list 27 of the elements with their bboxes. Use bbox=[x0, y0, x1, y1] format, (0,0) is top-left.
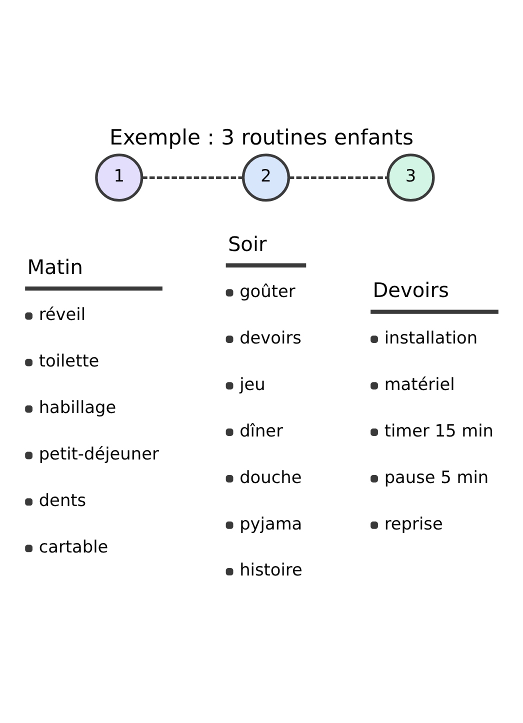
node-circle: 1 bbox=[95, 153, 144, 202]
connector bbox=[142, 176, 244, 178]
label: réveil bbox=[38, 304, 86, 324]
label: installation bbox=[384, 326, 478, 347]
label: jeu bbox=[240, 373, 266, 394]
label: goûter bbox=[240, 280, 296, 300]
label: devoirs bbox=[240, 326, 302, 347]
label: douche bbox=[240, 466, 302, 486]
connector bbox=[288, 176, 388, 178]
node-circle: 3 bbox=[386, 153, 435, 202]
label: dents bbox=[38, 490, 86, 510]
label: histoire bbox=[240, 559, 302, 580]
label: dîner bbox=[240, 420, 284, 440]
label: pause 5 min bbox=[384, 466, 489, 486]
label: Soir bbox=[228, 231, 267, 256]
label: timer 15 min bbox=[384, 420, 494, 440]
node-circle: 2 bbox=[242, 153, 290, 202]
label: reprise bbox=[384, 512, 443, 533]
label: matériel bbox=[384, 373, 455, 394]
label: cartable bbox=[38, 536, 108, 556]
label: petit-déjeuner bbox=[38, 443, 159, 464]
label: Matin bbox=[27, 254, 83, 278]
label: habillage bbox=[38, 396, 116, 417]
label: Devoirs bbox=[372, 278, 449, 302]
diagram-title: Exemple : 3 routines enfants bbox=[110, 124, 414, 149]
label: toilette bbox=[38, 350, 100, 370]
label: pyjama bbox=[240, 512, 302, 533]
